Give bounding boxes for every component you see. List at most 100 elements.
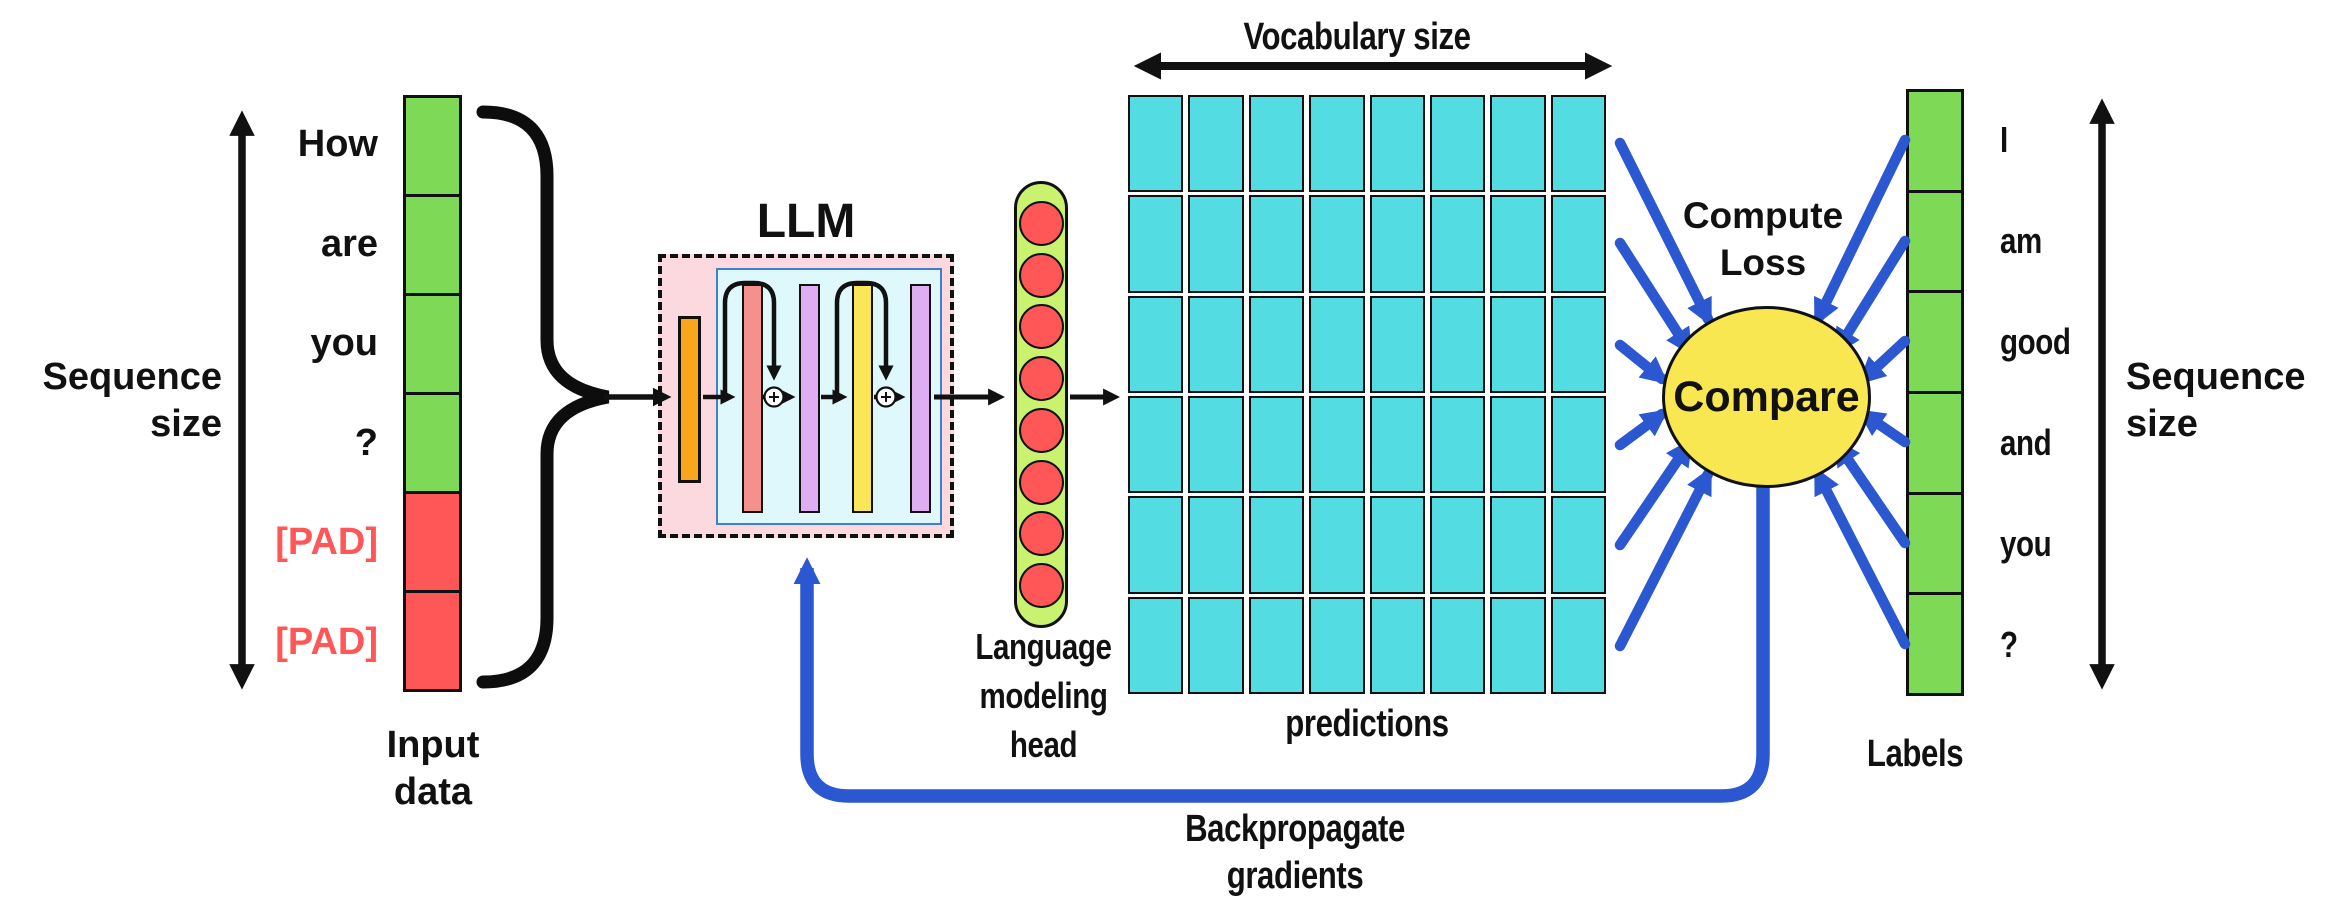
prediction-cell	[1490, 95, 1546, 193]
label-token-cell	[1906, 290, 1964, 395]
prediction-cell	[1188, 195, 1244, 293]
transformer-block-bar-2	[799, 284, 820, 513]
prediction-cell	[1128, 496, 1184, 594]
prediction-cell	[1248, 95, 1305, 193]
label-token-label: am	[2000, 219, 2042, 261]
input-token-column	[403, 95, 462, 692]
lm-head-neuron	[1018, 563, 1064, 609]
prediction-cell	[1429, 596, 1486, 694]
input-token-label: are	[320, 222, 378, 265]
prediction-cell	[1490, 596, 1546, 694]
label-token-label: and	[2000, 422, 2052, 464]
vocabulary-size-label: Vocabulary size	[1243, 16, 1471, 58]
lm-head-neuron	[1018, 459, 1064, 505]
prediction-cell	[1429, 195, 1486, 293]
prediction-cell	[1248, 295, 1305, 393]
label-token-cell	[1906, 391, 1964, 495]
compare-label: Compare	[1673, 372, 1860, 421]
input-token-label: How	[297, 123, 378, 166]
prediction-cell	[1490, 195, 1546, 293]
prediction-cell	[1550, 395, 1606, 494]
input-token-label: ?	[354, 421, 378, 464]
prediction-cell	[1490, 496, 1546, 594]
lm-head-neuron	[1018, 356, 1064, 402]
prediction-cell	[1188, 395, 1244, 494]
prediction-cell	[1309, 596, 1365, 694]
compare-node: Compare	[1662, 306, 1871, 488]
prediction-cell	[1550, 596, 1606, 694]
prediction-cell	[1248, 195, 1305, 293]
prediction-cell	[1188, 496, 1244, 594]
prediction-cell	[1248, 596, 1305, 694]
language-modeling-head	[1014, 181, 1068, 628]
prediction-cell	[1369, 95, 1425, 193]
prediction-cell	[1309, 295, 1365, 393]
input-token-cell	[403, 491, 462, 593]
prediction-cell	[1309, 95, 1365, 193]
prediction-cell	[1550, 496, 1606, 594]
label-token-cell	[1906, 592, 1964, 697]
predictions-caption: predictions	[1285, 703, 1449, 745]
prediction-cell	[1369, 295, 1425, 393]
prediction-cell	[1188, 295, 1244, 393]
input-token-cell	[403, 293, 462, 395]
prediction-cell	[1128, 195, 1184, 293]
input-token-labels: How are you? [PAD] [PAD]	[180, 95, 378, 692]
prediction-cell	[1309, 496, 1365, 594]
label-token-label: ?	[2000, 624, 2018, 666]
label-token-label: good	[2000, 320, 2071, 362]
prediction-cell	[1188, 95, 1244, 193]
prediction-cell	[1309, 395, 1365, 494]
prediction-cell	[1369, 195, 1425, 293]
prediction-cell	[1369, 596, 1425, 694]
label-token-cell	[1906, 89, 1964, 193]
prediction-cell	[1188, 596, 1244, 694]
predictions-grid	[1128, 95, 1606, 694]
left-sequence-size-label: Sequence size	[42, 356, 222, 445]
labels-column	[1906, 89, 1964, 697]
input-token-cell	[403, 392, 462, 494]
lm-head-neuron	[1018, 511, 1064, 557]
llm-title: LLM	[756, 195, 856, 248]
lm-head-neuron	[1018, 200, 1064, 246]
input-token-label: [PAD]	[275, 521, 378, 564]
right-sequence-size-label: Sequence size	[2126, 356, 2306, 445]
prediction-cell	[1429, 496, 1486, 594]
input-token-label: [PAD]	[275, 620, 378, 663]
label-token-label: I	[2000, 118, 2008, 160]
prediction-cell	[1248, 395, 1305, 494]
input-brace	[476, 105, 610, 689]
prediction-cell	[1429, 95, 1486, 193]
lm-head-neuron	[1018, 304, 1064, 350]
input-token-cell	[403, 95, 462, 197]
prediction-cell	[1248, 496, 1305, 594]
prediction-cell	[1309, 195, 1365, 293]
prediction-cell	[1550, 295, 1606, 393]
input-token-cell	[403, 194, 462, 296]
prediction-cell	[1550, 195, 1606, 293]
prediction-cell	[1369, 395, 1425, 494]
compute-loss-label: Compute Loss	[1682, 195, 1844, 283]
labels-caption: Labels	[1866, 733, 1964, 775]
input-token-label: you	[310, 322, 378, 365]
transformer-block-bar-1	[742, 284, 763, 513]
prediction-cell	[1429, 295, 1486, 393]
embedding-bar	[678, 316, 701, 483]
backpropagate-caption: Backpropagate gradients	[1185, 808, 1405, 897]
label-token-cell	[1906, 491, 1964, 596]
prediction-cell	[1128, 596, 1184, 694]
lm-head-neuron	[1018, 252, 1064, 298]
prediction-cell	[1429, 395, 1486, 494]
transformer-block-bar-3	[852, 284, 873, 513]
label-token-cell	[1906, 189, 1964, 294]
prediction-cell	[1128, 95, 1184, 193]
lm-head-caption: Language modeling head	[975, 626, 1112, 765]
input-data-caption: Input data	[386, 724, 480, 813]
prediction-cell	[1369, 496, 1425, 594]
input-token-cell	[403, 590, 462, 692]
prediction-cell	[1128, 395, 1184, 494]
prediction-cell	[1490, 395, 1546, 494]
prediction-cell	[1128, 295, 1184, 393]
